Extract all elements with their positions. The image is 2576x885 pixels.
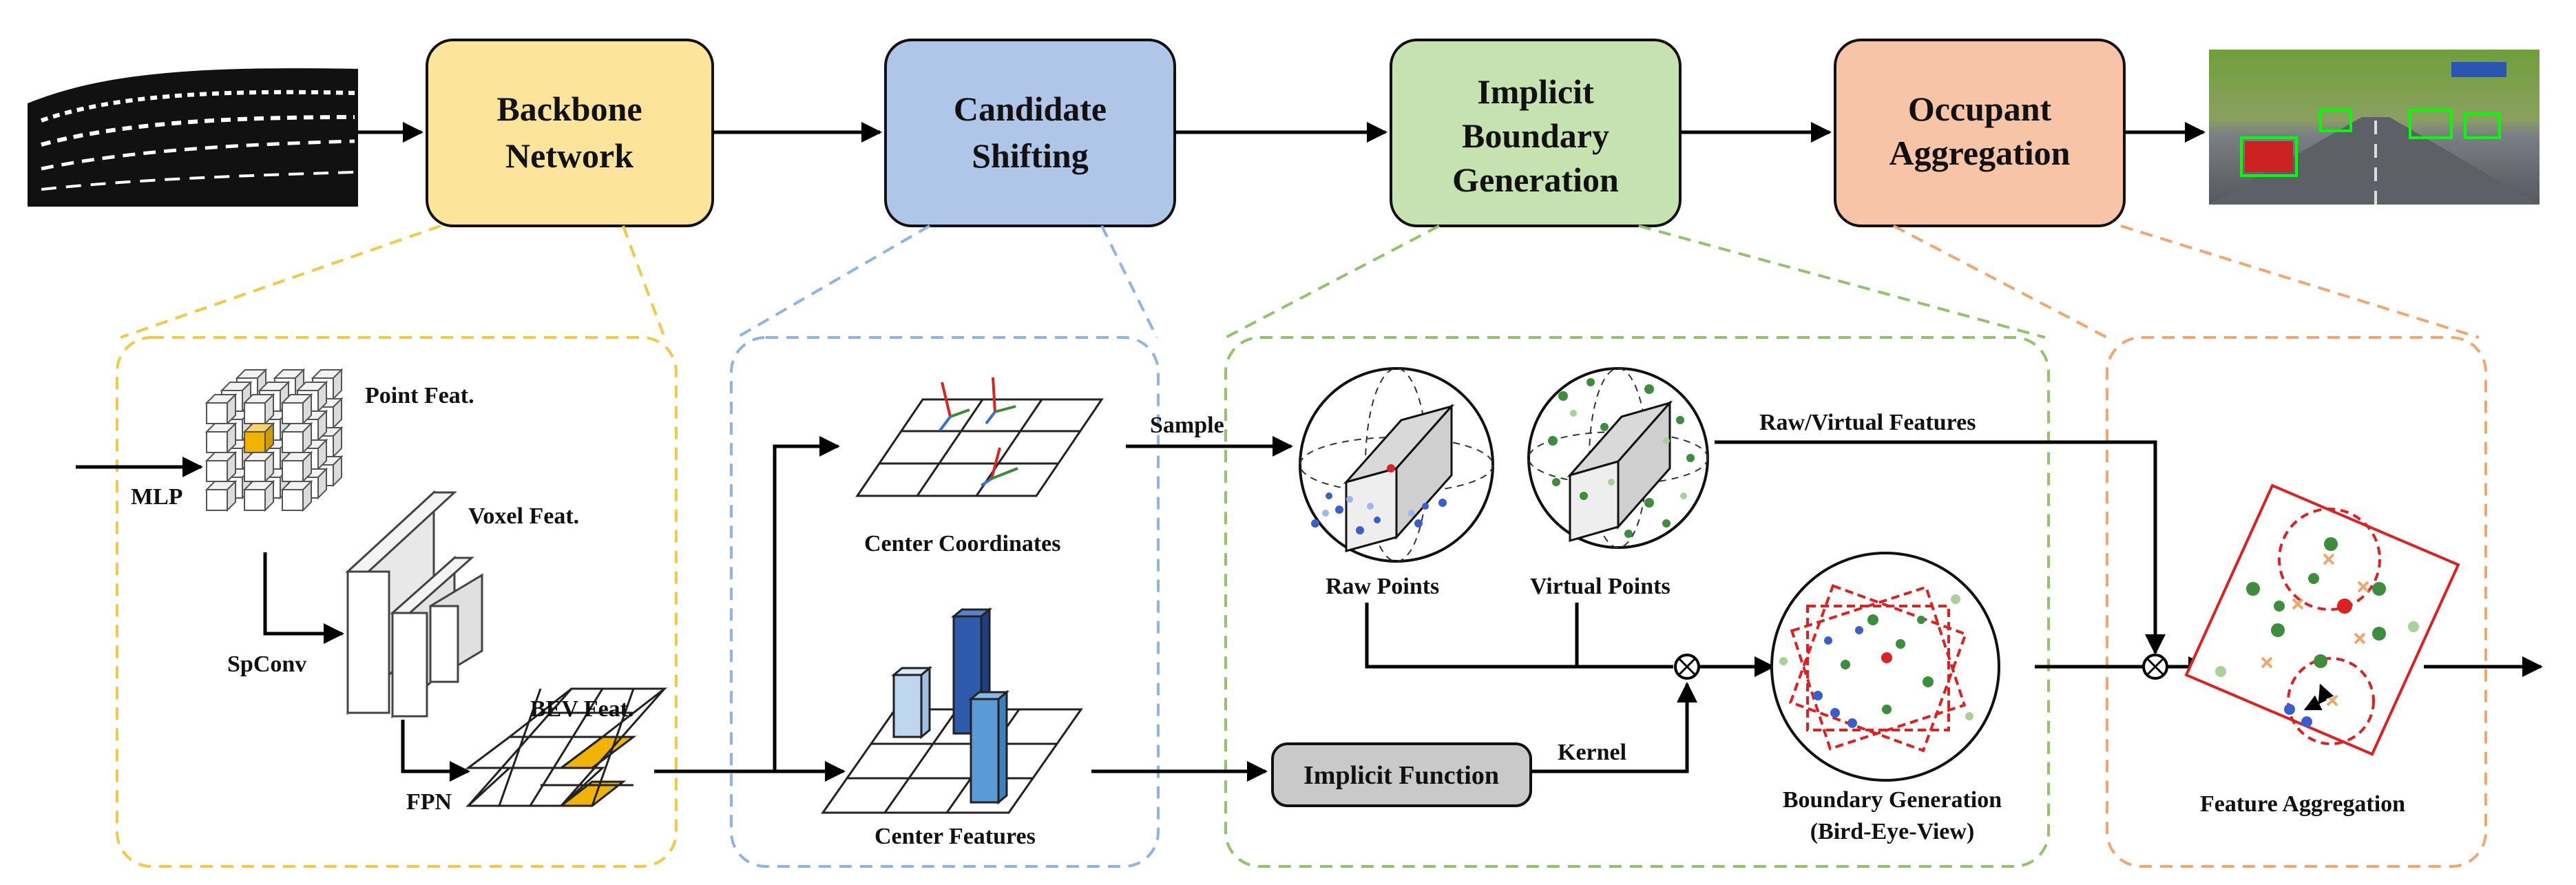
point-cube-side	[333, 426, 342, 459]
multiply-op-1	[1674, 654, 1700, 680]
point-cube	[244, 460, 266, 482]
boundary-generation-label-1: Boundary Generation	[1783, 787, 2002, 813]
point-cube-side	[264, 421, 274, 455]
point-cube	[244, 402, 266, 424]
multiply-op-2	[2142, 654, 2168, 680]
stage-candidate-line2: Shifting	[972, 136, 1089, 175]
point-cube	[206, 402, 228, 424]
point-cube-side	[302, 450, 312, 483]
backbone-panel-frame	[116, 336, 678, 868]
boundary-generation-label-2: (Bird-Eye-View)	[1810, 819, 1975, 844]
lidar-input-image	[28, 55, 358, 210]
fpn-arrow	[401, 720, 470, 782]
point-cube-side	[264, 393, 274, 426]
point-cube-side	[264, 479, 274, 512]
fpn-label: FPN	[406, 789, 452, 815]
stage-implicit-line3: Generation	[1452, 160, 1619, 199]
point-cube	[282, 460, 304, 482]
point-cube-side	[227, 450, 236, 483]
stage-implicit-line2: Boundary	[1462, 116, 1609, 155]
point-cube-side	[317, 438, 327, 471]
feature-aggregation-box	[2184, 483, 2460, 756]
point-cube-side	[302, 479, 312, 512]
point-cube	[282, 431, 304, 453]
point-feat-label: Point Feat.	[365, 383, 474, 408]
voxel-feat-label: Voxel Feat.	[468, 503, 579, 529]
center-coordinates-grid	[855, 398, 1104, 497]
spconv-arrow	[263, 552, 344, 644]
point-cube-side	[302, 421, 312, 455]
center-features-grid	[821, 708, 1083, 814]
feature-aggregation-label: Feature Aggregation	[2200, 791, 2405, 817]
sample-label: Sample	[1150, 413, 1224, 438]
bev-feature-grid	[465, 687, 668, 807]
point-cube	[206, 460, 228, 482]
detection-result-image	[2209, 50, 2540, 205]
center-coordinates-label: Center Coordinates	[864, 531, 1061, 556]
coordinate-shift-arrows	[939, 377, 1018, 487]
point-cube-side	[333, 397, 342, 430]
point-cube	[244, 431, 266, 453]
stage-backbone-line1: Backbone	[496, 90, 642, 128]
kernel-arrow	[1531, 682, 1697, 773]
point-cube-side	[333, 455, 342, 488]
point-cube-side	[227, 479, 236, 512]
point-cube-side	[317, 409, 327, 442]
stage-candidate-line1: Candidate	[954, 90, 1107, 128]
point-cube-side	[227, 421, 236, 455]
aggregation-panel-frame	[2106, 336, 2487, 868]
stage-occupant-line2: Aggregation	[1889, 134, 2071, 172]
center-features-label: Center Features	[875, 824, 1036, 849]
candidate-panel-frame	[730, 336, 1160, 868]
center-feature-bars	[890, 607, 1010, 805]
point-cube	[282, 489, 304, 511]
stage-backbone-line2: Network	[505, 136, 633, 175]
points-to-multiply-lines	[1365, 603, 1673, 669]
point-cube	[282, 402, 304, 424]
point-cube-side	[317, 380, 327, 413]
raw-points-label: Raw Points	[1326, 574, 1439, 599]
point-cube-side	[333, 368, 342, 401]
stage-occupant-line1: Occupant	[1908, 90, 2052, 128]
point-cube-side	[302, 393, 312, 426]
virtual-points-label: Virtual Points	[1530, 574, 1671, 599]
point-cube-side	[264, 450, 274, 483]
kernel-label: Kernel	[1558, 740, 1626, 765]
point-cube-side	[227, 393, 236, 426]
point-cube-side	[317, 467, 327, 500]
stage-implicit-line1: Implicit	[1477, 72, 1594, 111]
voxel-feature-blocks	[345, 490, 483, 719]
raw-points-sphere	[1299, 367, 1494, 563]
spconv-label: SpConv	[227, 652, 306, 677]
point-cube	[206, 489, 228, 511]
branch-to-coordinates-arrow	[773, 436, 840, 771]
zoom-connectors	[120, 225, 2480, 339]
point-cube	[244, 489, 266, 511]
mlp-label: MLP	[131, 484, 183, 510]
implicit-function-label: Implicit Function	[1303, 761, 1499, 790]
point-cube	[206, 431, 228, 453]
raw-virtual-features-label: Raw/Virtual Features	[1759, 410, 1976, 435]
raw-virtual-features-arrow	[1715, 440, 2166, 655]
point-feature-cubes	[205, 368, 344, 512]
implicit-panel-frame	[1224, 336, 2050, 868]
boundary-generation-circle	[1770, 552, 2000, 782]
virtual-points-sphere	[1527, 367, 1709, 549]
bev-feat-label: BEV Feat.	[530, 696, 633, 722]
implicit-function-box: Implicit Function	[1271, 742, 1532, 807]
